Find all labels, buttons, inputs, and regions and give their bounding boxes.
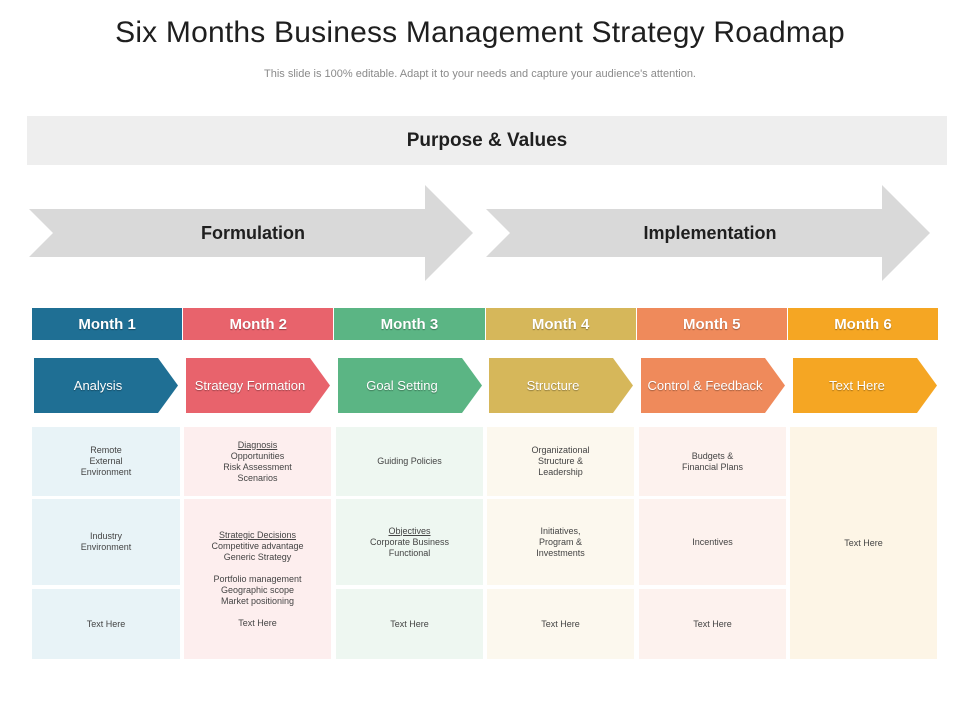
cell-line: Text Here [693, 618, 732, 629]
month-1-cell-2: Industry Environment [32, 499, 180, 585]
cell-line: Market positioning [220, 595, 295, 606]
cell-line: Opportunities [230, 450, 285, 461]
cell-line: Geographic scope [220, 584, 295, 595]
phase-label-implementation: Implementation [643, 222, 777, 243]
cell-line: Investments [536, 547, 585, 558]
cell-line: Structure & [537, 456, 584, 466]
purpose-values-banner: Purpose & Values [27, 116, 947, 165]
chevron-shape [641, 358, 785, 413]
month-6-header: Month 6 [787, 308, 939, 340]
month-5-header: Month 5 [636, 308, 788, 340]
arrow-shape [486, 185, 930, 281]
cell-line: Financial Plans [681, 461, 744, 472]
month-4-cell-3: Text Here [487, 589, 634, 659]
cell-heading: Strategic Decisions [218, 529, 297, 540]
cell-line: Leadership [538, 467, 583, 477]
month-5-cell-1: Budgets & Financial Plans [639, 427, 786, 496]
cell-line: Text Here [238, 617, 277, 628]
cell-line: Text Here [390, 618, 429, 629]
cell-line: Guiding Policies [377, 456, 442, 466]
cell-line: Environment [80, 467, 132, 477]
cell-line: Text Here [541, 618, 580, 629]
cell-line: Text Here [86, 618, 126, 629]
stage-goal-setting: Goal Setting [338, 358, 482, 413]
stage-strategy-formation: Strategy Formation [186, 358, 330, 413]
cell-line: Organizational [531, 445, 590, 455]
stage-label: Text Here [829, 378, 885, 393]
phase-arrow-implementation: Implementation [486, 185, 936, 281]
chevron-shape [489, 358, 633, 413]
cell-line: External [89, 456, 123, 466]
cell-line: Budgets & [691, 450, 734, 461]
cell-heading: Objectives [388, 525, 431, 536]
page-subtitle: This slide is 100% editable. Adapt it to… [264, 68, 696, 80]
month-1-cell-3: Text Here [32, 589, 180, 659]
purpose-label: Purpose & Values [406, 129, 568, 151]
stage-structure: Structure [489, 358, 633, 413]
month-6-cell: Text Here [790, 427, 937, 659]
month-1-header: Month 1 [32, 308, 184, 340]
stage-label: Strategy Formation [194, 378, 306, 393]
month-3-cell-3: Text Here [336, 589, 483, 659]
cell-line: Risk Assessment [223, 461, 292, 472]
month-2-header: Month 2 [183, 308, 335, 340]
cell-line: Corporate Business [369, 536, 450, 547]
cell-line: Portfolio management [213, 573, 302, 584]
stage-control-feedback: Control & Feedback [641, 358, 785, 413]
cell-line: Generic Strategy [223, 551, 292, 562]
cell-line: Competitive advantage [211, 540, 304, 551]
cell-line: Functional [388, 547, 431, 558]
cell-line: Program & [538, 536, 582, 547]
phase-label-formulation: Formulation [201, 222, 305, 243]
chevron-shape [338, 358, 482, 413]
month-3-header: Month 3 [334, 308, 486, 340]
cell-line: Text Here [844, 537, 883, 548]
chevron-shape [793, 358, 937, 413]
cell-line: Industry [89, 531, 122, 541]
stage-label: Control & Feedback [647, 378, 763, 393]
stage-analysis: Analysis [34, 358, 178, 413]
cell-line: Scenarios [237, 472, 278, 483]
month-3-cell-1: Guiding Policies [336, 427, 483, 496]
chevron-shape [34, 358, 178, 413]
month-1-cell-1: Remote External Environment [32, 427, 180, 496]
cell-line: Remote [90, 445, 122, 455]
stage-label: Analysis [73, 378, 123, 393]
month-2-cell-2: Strategic Decisions Competitive advantag… [184, 499, 331, 659]
month-header-row: Month 1 Month 2 Month 3 Month 4 Month 5 … [32, 308, 939, 340]
chevron-shape [186, 358, 330, 413]
month-3-cell-2: Objectives Corporate Business Functional [336, 499, 483, 585]
stage-label: Goal Setting [366, 378, 438, 393]
page-title: Six Months Business Management Strategy … [115, 16, 845, 49]
cell-line: Incentives [692, 536, 733, 547]
arrow-shape [29, 185, 473, 281]
cell-heading: Diagnosis [237, 439, 278, 450]
month-2-cell-1: Diagnosis Opportunities Risk Assessment … [184, 427, 331, 496]
stage-label: Structure [526, 378, 580, 393]
cell-line: Initiatives, [540, 525, 581, 536]
month-5-cell-3: Text Here [639, 589, 786, 659]
month-5-cell-2: Incentives [639, 499, 786, 585]
month-4-header: Month 4 [485, 308, 637, 340]
cell-line: Environment [80, 542, 132, 552]
stage-text-here: Text Here [793, 358, 937, 413]
month-4-cell-1: Organizational Structure & Leadership [487, 427, 634, 496]
phase-arrow-formulation: Formulation [29, 185, 479, 281]
month-4-cell-2: Initiatives, Program & Investments [487, 499, 634, 585]
